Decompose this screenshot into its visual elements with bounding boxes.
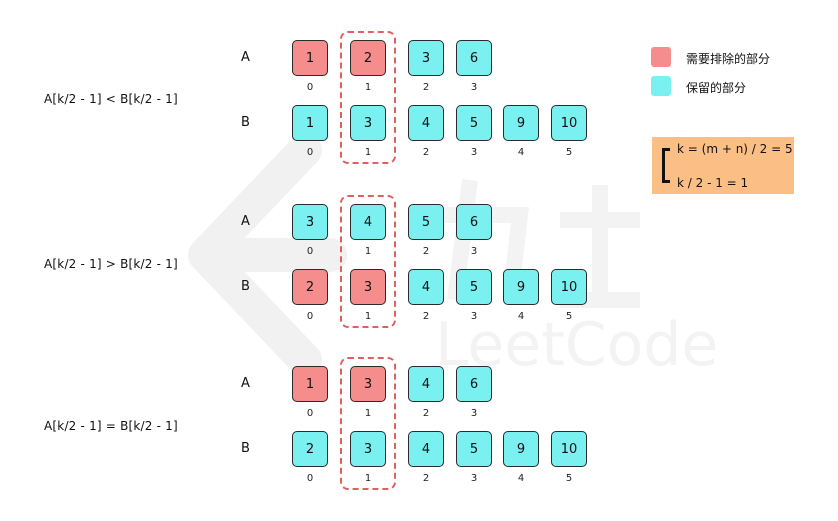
cell-index: 1 [364, 147, 372, 158]
formula-box: k = (m + n) / 2 = 5 k / 2 - 1 = 1 [652, 137, 794, 194]
cell-index: 0 [306, 311, 314, 322]
cell-index: 0 [306, 82, 314, 93]
array-cell: 5 [456, 105, 492, 141]
array-cell: 9 [503, 105, 539, 141]
cell-index: 5 [565, 147, 573, 158]
cell-index: 2 [422, 473, 430, 484]
cell-index: 3 [470, 408, 478, 419]
array-cell: 10 [551, 269, 587, 305]
condition-label: A[k/2 - 1] = B[k/2 - 1] [44, 419, 178, 433]
array-cell: 4 [408, 366, 444, 402]
cell-index: 4 [517, 311, 525, 322]
cell-index: 2 [422, 147, 430, 158]
dashed-highlight [340, 357, 396, 490]
array-label: A [241, 214, 250, 229]
cell-index: 0 [306, 147, 314, 158]
cell-index: 2 [422, 311, 430, 322]
cell-index: 1 [364, 311, 372, 322]
array-cell: 3 [408, 40, 444, 76]
array-cell: 3 [350, 269, 386, 305]
cell-index: 2 [422, 82, 430, 93]
cell-index: 1 [364, 82, 372, 93]
array-cell: 1 [292, 105, 328, 141]
dashed-highlight [340, 195, 396, 328]
array-cell: 9 [503, 431, 539, 467]
cell-index: 1 [364, 246, 372, 257]
cell-index: 4 [517, 473, 525, 484]
array-cell: 3 [350, 105, 386, 141]
array-cell: 4 [408, 269, 444, 305]
cell-index: 5 [565, 311, 573, 322]
keep-swatch [651, 76, 671, 96]
array-cell: 6 [456, 40, 492, 76]
array-cell: 5 [456, 269, 492, 305]
cell-index: 0 [306, 246, 314, 257]
array-cell: 3 [350, 366, 386, 402]
array-cell: 4 [408, 431, 444, 467]
array-cell: 3 [350, 431, 386, 467]
cell-index: 3 [470, 147, 478, 158]
array-cell: 9 [503, 269, 539, 305]
array-label: B [241, 279, 250, 294]
array-cell: 1 [292, 366, 328, 402]
formula-line-2: k / 2 - 1 = 1 [677, 176, 749, 190]
array-label: A [241, 376, 250, 391]
array-cell: 10 [551, 431, 587, 467]
formula-line-1: k = (m + n) / 2 = 5 [677, 142, 793, 156]
array-cell: 2 [350, 40, 386, 76]
cell-index: 0 [306, 473, 314, 484]
cell-index: 1 [364, 408, 372, 419]
array-cell: 3 [292, 204, 328, 240]
array-label: B [241, 115, 250, 130]
array-cell: 2 [292, 269, 328, 305]
array-label: B [241, 441, 250, 456]
cell-index: 5 [565, 473, 573, 484]
array-cell: 4 [350, 204, 386, 240]
cell-index: 2 [422, 246, 430, 257]
condition-label: A[k/2 - 1] > B[k/2 - 1] [44, 257, 178, 271]
legend-exclude-label: 需要排除的部分 [686, 52, 771, 66]
array-cell: 5 [408, 204, 444, 240]
cell-index: 3 [470, 246, 478, 257]
array-cell: 6 [456, 204, 492, 240]
cell-index: 3 [470, 82, 478, 93]
array-cell: 2 [292, 431, 328, 467]
array-cell: 4 [408, 105, 444, 141]
legend-keep-label: 保留的部分 [686, 81, 747, 95]
dashed-highlight [340, 31, 396, 164]
array-cell: 6 [456, 366, 492, 402]
array-cell: 1 [292, 40, 328, 76]
exclude-swatch [651, 47, 671, 67]
cell-index: 2 [422, 408, 430, 419]
cell-index: 4 [517, 147, 525, 158]
cell-index: 1 [364, 473, 372, 484]
array-cell: 10 [551, 105, 587, 141]
array-cell: 5 [456, 431, 492, 467]
condition-label: A[k/2 - 1] < B[k/2 - 1] [44, 92, 178, 106]
cell-index: 3 [470, 311, 478, 322]
cell-index: 3 [470, 473, 478, 484]
formula-bracket [662, 148, 670, 183]
array-label: A [241, 50, 250, 65]
cell-index: 0 [306, 408, 314, 419]
